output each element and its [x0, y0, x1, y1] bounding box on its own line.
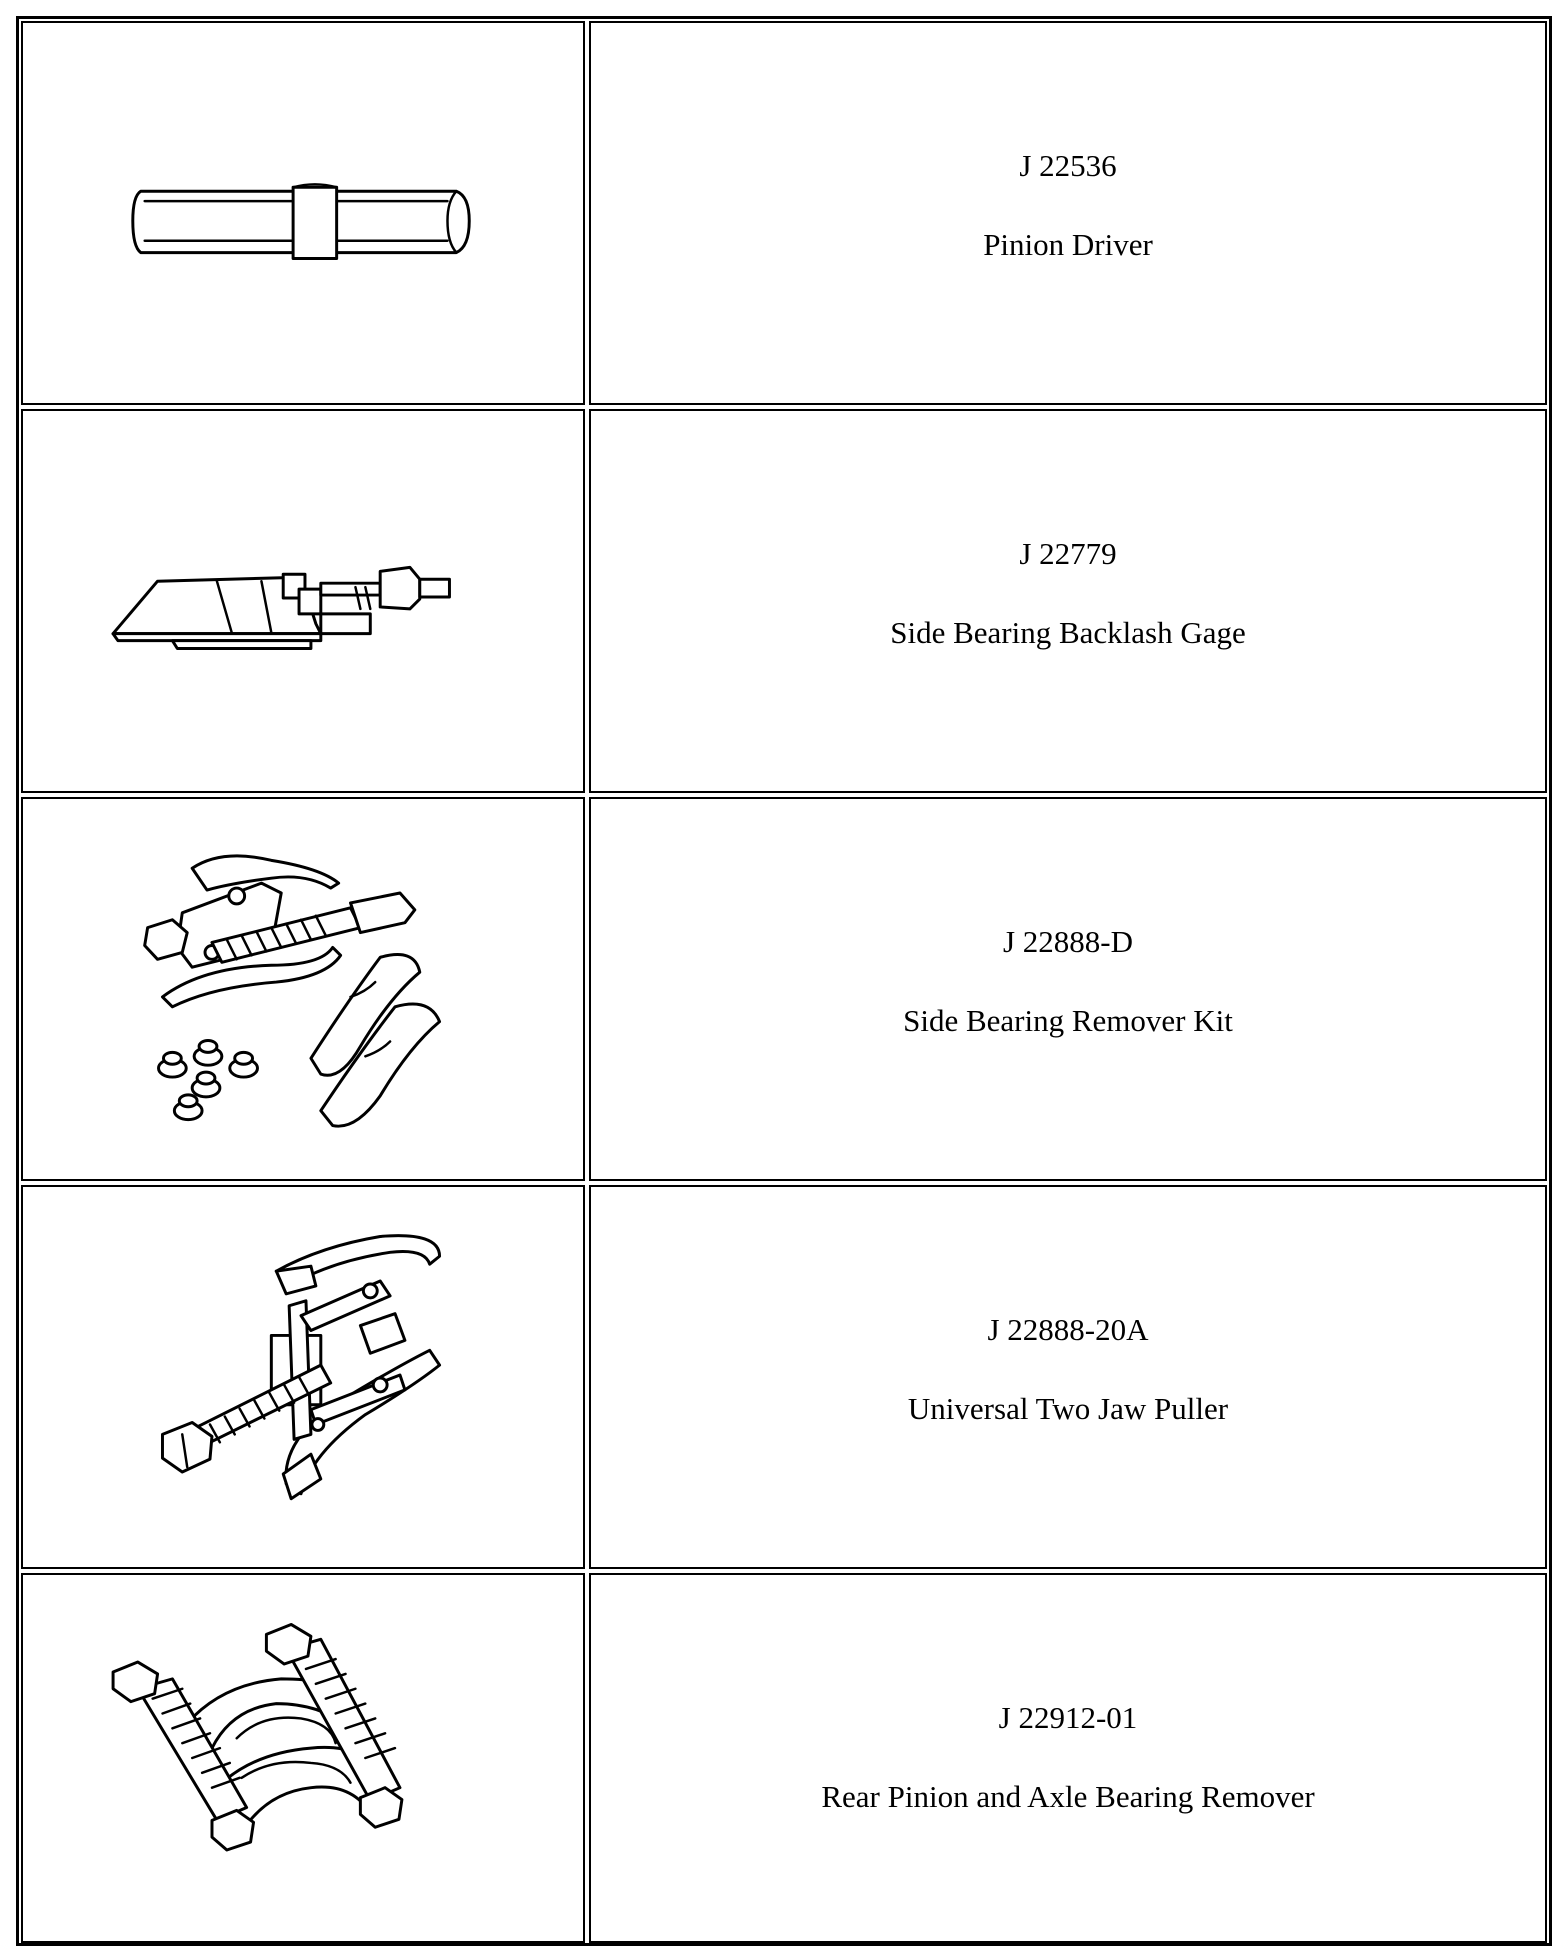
tool-text-cell: J 22912-01 Rear Pinion and Axle Bearing … — [589, 1573, 1547, 1943]
tool-name: Side Bearing Remover Kit — [903, 1003, 1233, 1038]
table-row: J 22888-20A Universal Two Jaw Puller — [19, 1185, 1549, 1569]
tool-number: J 22888-D — [1002, 924, 1134, 959]
tool-image-cell — [21, 409, 585, 793]
tool-name: Side Bearing Backlash Gage — [890, 615, 1246, 650]
tool-name: Pinion Driver — [983, 227, 1153, 262]
tool-image-cell — [21, 797, 585, 1181]
tool-number: J 22779 — [1019, 536, 1117, 571]
tool-text-cell: J 22888-20A Universal Two Jaw Puller — [589, 1185, 1547, 1569]
backlash-gage-icon — [111, 565, 451, 650]
tool-number: J 22888-20A — [987, 1312, 1149, 1347]
tool-name: Universal Two Jaw Puller — [907, 1391, 1229, 1426]
bearing-remover-kit-icon — [143, 854, 442, 1128]
tool-image-cell — [21, 1573, 585, 1943]
two-jaw-puller-icon — [160, 1234, 442, 1501]
table-row: J 22536 Pinion Driver — [19, 21, 1549, 405]
tool-number: J 22912-01 — [998, 1700, 1138, 1735]
tool-name: Rear Pinion and Axle Bearing Remover — [821, 1779, 1315, 1814]
tool-image-cell — [21, 21, 585, 405]
tool-text-cell: J 22779 Side Bearing Backlash Gage — [589, 409, 1547, 793]
tool-text-cell: J 22888-D Side Bearing Remover Kit — [589, 797, 1547, 1181]
table-row: J 22912-01 Rear Pinion and Axle Bearing … — [19, 1573, 1549, 1943]
tool-table: J 22536 Pinion Driver J 22779 Side Bear — [16, 16, 1552, 1946]
pinion-driver-icon — [131, 183, 471, 261]
tool-text-cell: J 22536 Pinion Driver — [589, 21, 1547, 405]
tool-image-cell — [21, 1185, 585, 1569]
table-row: J 22888-D Side Bearing Remover Kit — [19, 797, 1549, 1181]
axle-bearing-remover-icon — [111, 1622, 404, 1852]
tool-number: J 22536 — [1019, 148, 1117, 183]
table-row: J 22779 Side Bearing Backlash Gage — [19, 409, 1549, 793]
